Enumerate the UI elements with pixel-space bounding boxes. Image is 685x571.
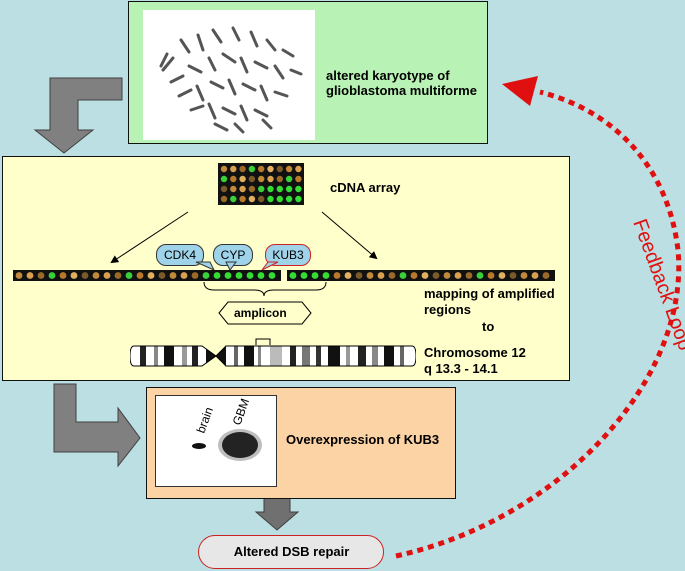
arrow-right bbox=[321, 211, 378, 260]
karyotype-image bbox=[143, 10, 315, 140]
dsb-repair-node bbox=[198, 535, 384, 569]
cdna-array-image bbox=[218, 163, 304, 205]
chromosome-spread bbox=[159, 26, 303, 134]
chromosome-label-line1: Chromosome 12 bbox=[424, 345, 526, 360]
cdna-array-label: cDNA array bbox=[330, 180, 401, 195]
arrow-left bbox=[110, 211, 189, 264]
northern-blot: brain GBM bbox=[155, 395, 277, 487]
feedback-arrow-path bbox=[395, 89, 682, 559]
dsb-repair-label: Altered DSB repair bbox=[233, 544, 350, 559]
gene-bubble-cdk4: CDK4 bbox=[156, 244, 204, 266]
karyotype-label-line2: glioblastoma multiforme bbox=[326, 83, 477, 98]
mapping-label-line3: to bbox=[482, 319, 495, 334]
array-strip-right bbox=[287, 270, 555, 281]
amplicon-label: amplicon bbox=[234, 306, 287, 320]
blot-bands: brain GBM bbox=[192, 397, 262, 461]
bent-arrow-middle bbox=[53, 383, 141, 468]
array-strip-left bbox=[13, 270, 281, 281]
bent-arrow-top bbox=[33, 77, 123, 154]
feedback-arrowhead bbox=[502, 76, 538, 106]
mapping-label-line2: regions bbox=[424, 302, 471, 317]
down-arrow-bottom bbox=[254, 497, 300, 531]
karyotype-label-line1: altered karyotype of bbox=[326, 68, 450, 83]
overexpression-label: Overexpression of KUB3 bbox=[286, 432, 440, 447]
chromosome-label-line2: q 13.3 - 14.1 bbox=[424, 361, 498, 376]
mapping-label-line1: mapping of amplified bbox=[424, 286, 555, 301]
gene-bubble-kub3: KUB3 bbox=[265, 244, 311, 266]
gene-bubble-cyp: CYP bbox=[213, 244, 253, 266]
